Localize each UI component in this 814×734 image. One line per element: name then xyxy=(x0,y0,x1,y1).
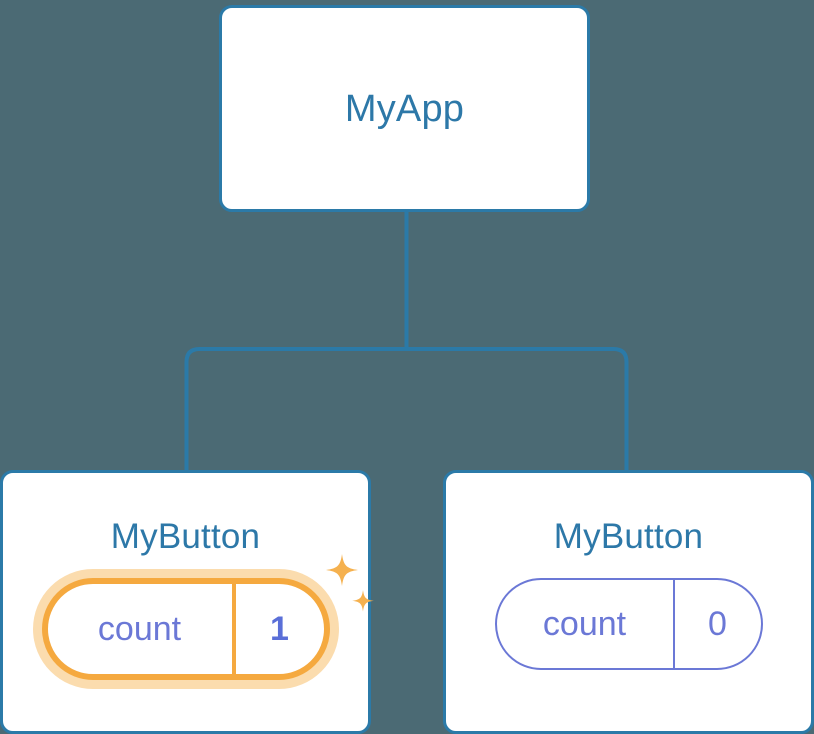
sparkle-small-icon xyxy=(351,590,374,612)
state-pill-wrap-right: count 0 xyxy=(494,578,763,670)
state-pill-left-key: count xyxy=(97,609,182,648)
state-pill-wrap-left: count 1 xyxy=(41,554,374,680)
state-pill-right-key: count xyxy=(542,604,627,643)
state-pill-right-value: 0 xyxy=(708,604,727,643)
state-pill-left-value: 1 xyxy=(270,609,289,648)
state-pill-right-divider xyxy=(672,580,675,668)
node-mybutton-left-title: MyButton xyxy=(110,517,261,556)
node-mybutton-right-title: MyButton xyxy=(553,517,704,556)
sparkle-large-icon xyxy=(325,554,358,586)
connector-branch-bar xyxy=(184,347,629,470)
state-pill-right[interactable]: count 0 xyxy=(494,578,763,670)
node-mybutton-right[interactable]: MyButton count 0 xyxy=(443,470,814,734)
sparkle-group xyxy=(325,554,374,612)
node-myapp[interactable]: MyApp xyxy=(219,5,590,212)
state-pill-left-divider xyxy=(231,584,236,674)
node-myapp-title: MyApp xyxy=(344,87,465,130)
node-mybutton-left[interactable]: MyButton count 1 xyxy=(0,470,374,734)
state-pill-left[interactable]: count 1 xyxy=(41,578,330,680)
